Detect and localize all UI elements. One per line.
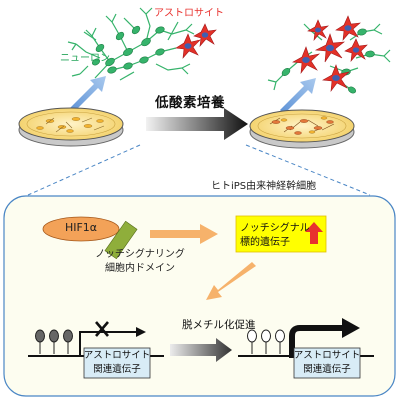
petri-dish-icon	[249, 109, 355, 149]
differentiation-arrow-left	[70, 76, 106, 112]
block-cross-icon	[95, 321, 109, 337]
hypoxia-culture-label: 低酸素培養	[155, 95, 225, 111]
gene-box-right	[293, 347, 361, 379]
hif-ellipse	[42, 216, 120, 242]
transcription-arrow-blocked	[79, 331, 136, 356]
gene-box-left	[83, 347, 151, 379]
notch-domain-bar	[104, 220, 138, 260]
transcription-arrow-active	[289, 325, 344, 358]
neuron-cluster-icon	[67, 7, 195, 81]
up-arrow-icon	[305, 222, 323, 244]
petri-dish-icon	[18, 107, 124, 147]
gene-left-label: アストロサイト 関連遺伝子	[83, 350, 151, 375]
callout-line-left	[27, 144, 141, 196]
demethylation-arrow	[170, 338, 232, 362]
differentiation-arrow-right	[280, 78, 316, 114]
ips-source-label: ヒトiPS由来神経幹細胞	[211, 181, 317, 192]
methyl-lollipop-icon	[35, 329, 73, 354]
astrocyte-icon	[292, 15, 368, 93]
gene-right-label: アストロサイト 関連遺伝子	[293, 350, 361, 375]
target-to-gene-arrow	[206, 262, 256, 300]
notch-target-label: ノッチシグナル 標的遺伝子	[240, 223, 310, 248]
neuron-label: ニューロン	[60, 53, 110, 64]
demethylation-label: 脱メチル化促進	[182, 319, 256, 331]
callout-line-right	[245, 144, 371, 196]
transcription-arrowhead-left	[136, 327, 146, 337]
hif-label: HIF1α	[64, 221, 98, 234]
methyl-lollipop-icon	[247, 329, 285, 354]
astrocyte-label: アストロサイト	[154, 8, 224, 19]
hypoxia-arrow	[146, 108, 248, 140]
transcription-arrowhead-right	[342, 318, 360, 338]
notch-to-target-arrow	[150, 224, 218, 244]
neuron-cluster-icon	[267, 23, 391, 94]
notch-domain-label: ノッチシグナリング 細胞内ドメイン	[95, 249, 185, 274]
astrocyte-icon	[175, 23, 217, 59]
